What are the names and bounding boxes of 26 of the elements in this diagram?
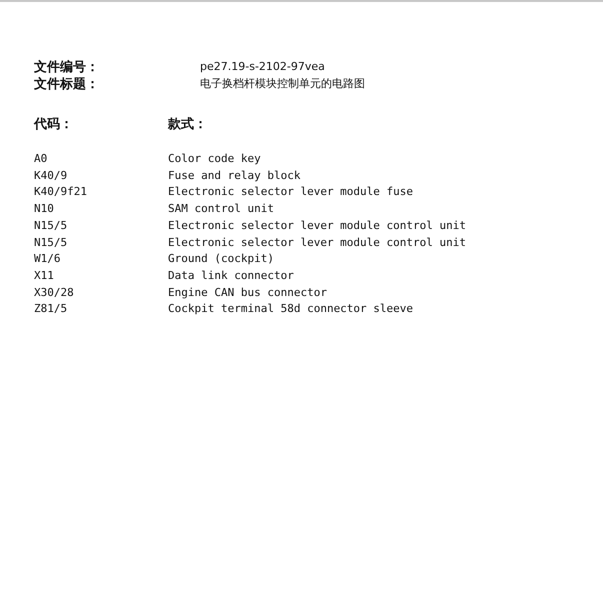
component-code: W1/6	[34, 253, 60, 264]
component-description: SAM control unit	[168, 203, 274, 214]
component-description: Ground (cockpit)	[168, 253, 274, 264]
component-code: K40/9	[34, 170, 68, 181]
component-code: K40/9f21	[34, 186, 87, 198]
component-description: Fuse and relay block	[168, 170, 300, 181]
field-label: 文件标题：	[34, 78, 99, 91]
column-header: 代码：	[34, 118, 73, 131]
component-code: X30/28	[34, 286, 74, 298]
component-code: X11	[34, 270, 54, 281]
component-description: Electronic selector lever module control unit	[168, 220, 466, 231]
component-code: N15/5	[34, 236, 68, 248]
component-description: Engine CAN bus connector	[168, 286, 327, 298]
field-label: 文件编号：	[34, 61, 99, 74]
document-title: 电子换档杆模块控制单元的电路图	[200, 78, 365, 89]
component-code: N15/5	[34, 220, 68, 231]
component-description: Data link connector	[168, 270, 294, 281]
component-description: Cockpit terminal 58d connector sleeve	[168, 303, 414, 314]
component-description: Electronic selector lever module control unit	[168, 236, 466, 248]
column-header: 款式：	[168, 118, 207, 131]
component-code: N10	[34, 203, 54, 214]
component-code: A0	[34, 153, 48, 164]
component-description: Color code key	[168, 153, 261, 164]
component-description: Electronic selector lever module fuse	[168, 186, 414, 198]
document-number: pe27.19-s-2102-97vea	[200, 61, 325, 72]
component-code: Z81/5	[34, 303, 68, 314]
